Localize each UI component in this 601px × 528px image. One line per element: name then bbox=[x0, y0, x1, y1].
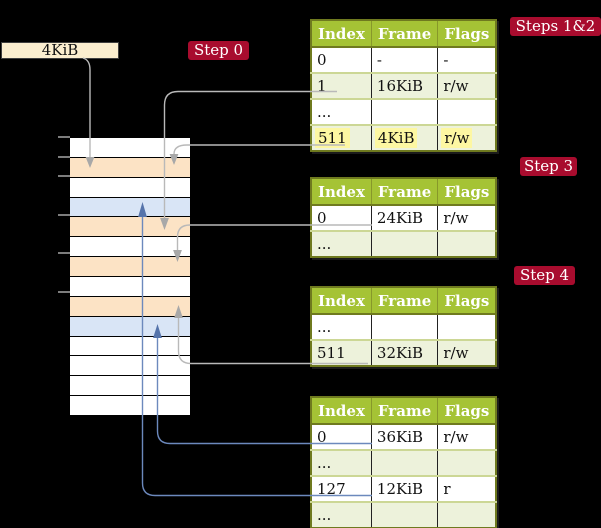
cell-frame bbox=[370, 449, 438, 476]
table-row: 0 36KiB r/w bbox=[311, 423, 497, 450]
table-row: ... bbox=[311, 98, 497, 125]
cell-frame: 4KiB bbox=[370, 124, 438, 151]
step-3-badge: Step 3 bbox=[520, 157, 577, 176]
cell-flags bbox=[437, 449, 497, 476]
cell-index: ... bbox=[311, 230, 372, 257]
cell-index: 0 bbox=[311, 46, 372, 73]
cell-flags bbox=[437, 98, 497, 125]
memory-row-pagetable bbox=[70, 217, 190, 238]
page-table-level4: Index Frame Flags 0 - - 1 16KiB r/w ... … bbox=[310, 19, 498, 152]
highlight: 511 bbox=[315, 128, 350, 148]
memory-tick bbox=[58, 175, 70, 177]
cell-flags bbox=[437, 230, 497, 257]
steps-1-2-badge: Steps 1&2 bbox=[510, 17, 601, 36]
cell-frame: 24KiB bbox=[370, 204, 438, 231]
cell-flags: r/w bbox=[437, 72, 497, 99]
cell-frame bbox=[370, 230, 438, 257]
cell-frame bbox=[370, 98, 438, 125]
page-table-level1: Index Frame Flags 0 36KiB r/w ... 127 12… bbox=[310, 396, 498, 528]
column-header-frame: Frame bbox=[370, 397, 438, 425]
table-row: ... bbox=[311, 501, 497, 528]
cell-index: ... bbox=[311, 501, 372, 528]
cell-flags: r/w bbox=[437, 339, 497, 366]
memory-row-empty bbox=[70, 396, 190, 417]
cell-index: ... bbox=[311, 98, 372, 125]
table-row: 0 - - bbox=[311, 46, 497, 73]
column-header-index: Index bbox=[311, 20, 372, 48]
column-header-flags: Flags bbox=[437, 178, 497, 206]
cell-frame: - bbox=[370, 46, 438, 73]
memory-row-empty bbox=[70, 177, 190, 198]
column-header-flags: Flags bbox=[437, 287, 497, 315]
cell-frame bbox=[370, 313, 438, 340]
cell-index: 511 bbox=[311, 339, 372, 366]
table-header-row: Index Frame Flags bbox=[311, 178, 497, 206]
memory-column bbox=[70, 137, 190, 417]
memory-row-mapped bbox=[70, 316, 190, 337]
cell-frame: 12KiB bbox=[370, 475, 438, 502]
column-header-index: Index bbox=[311, 287, 372, 315]
cell-flags: - bbox=[437, 46, 497, 73]
memory-row-pagetable bbox=[70, 296, 190, 317]
step-0-badge: Step 0 bbox=[188, 41, 249, 60]
column-header-flags: Flags bbox=[437, 397, 497, 425]
cell-index: ... bbox=[311, 313, 372, 340]
memory-row-pagetable bbox=[70, 157, 190, 178]
table-row: ... bbox=[311, 449, 497, 476]
memory-tick bbox=[58, 156, 70, 158]
column-header-frame: Frame bbox=[370, 287, 438, 315]
memory-row-empty bbox=[70, 277, 190, 297]
cell-flags: r/w bbox=[437, 204, 497, 231]
memory-tick bbox=[58, 214, 70, 216]
memory-row-mapped bbox=[70, 197, 190, 218]
cell-index: 1 bbox=[311, 72, 372, 99]
cell-flags: r bbox=[437, 475, 497, 502]
cell-index: 0 bbox=[311, 423, 372, 450]
memory-tick bbox=[58, 291, 70, 293]
table-row: ... bbox=[311, 230, 497, 257]
table-row-recursive-entry: 511 4KiB r/w bbox=[311, 124, 497, 151]
cell-frame: 32KiB bbox=[370, 339, 438, 366]
cell-index: 127 bbox=[311, 475, 372, 502]
cell-flags bbox=[437, 501, 497, 528]
memory-row-empty bbox=[70, 356, 190, 377]
table-header-row: Index Frame Flags bbox=[311, 20, 497, 48]
cell-frame: 16KiB bbox=[370, 72, 438, 99]
column-header-index: Index bbox=[311, 397, 372, 425]
highlight: r/w bbox=[441, 128, 473, 148]
cell-index: ... bbox=[311, 449, 372, 476]
cell-frame bbox=[370, 501, 438, 528]
memory-row-empty bbox=[70, 138, 190, 158]
cell-frame: 36KiB bbox=[370, 423, 438, 450]
page-table-level3: Index Frame Flags 0 24KiB r/w ... bbox=[310, 177, 498, 258]
frame-address-label: 4KiB bbox=[1, 42, 119, 59]
table-row: 127 12KiB r bbox=[311, 475, 497, 502]
cell-index: 511 bbox=[311, 124, 372, 151]
cell-flags: r/w bbox=[437, 124, 497, 151]
cell-flags: r/w bbox=[437, 423, 497, 450]
column-header-frame: Frame bbox=[370, 20, 438, 48]
memory-tick bbox=[58, 136, 70, 138]
table-row: 511 32KiB r/w bbox=[311, 339, 497, 366]
cell-index: 0 bbox=[311, 204, 372, 231]
table-row: ... bbox=[311, 313, 497, 340]
column-header-flags: Flags bbox=[437, 20, 497, 48]
column-header-index: Index bbox=[311, 178, 372, 206]
memory-row-pagetable bbox=[70, 257, 190, 278]
table-header-row: Index Frame Flags bbox=[311, 287, 497, 315]
memory-row-empty bbox=[70, 237, 190, 258]
table-row: 1 16KiB r/w bbox=[311, 72, 497, 99]
table-row: 0 24KiB r/w bbox=[311, 204, 497, 231]
page-table-level2: Index Frame Flags ... 511 32KiB r/w bbox=[310, 286, 498, 367]
memory-row-empty bbox=[70, 336, 190, 357]
memory-row-empty bbox=[70, 376, 190, 397]
column-header-frame: Frame bbox=[370, 178, 438, 206]
step-4-badge: Step 4 bbox=[514, 266, 575, 285]
memory-tick bbox=[58, 252, 70, 254]
cell-flags bbox=[437, 313, 497, 340]
highlight: 4KiB bbox=[374, 128, 418, 148]
table-header-row: Index Frame Flags bbox=[311, 397, 497, 425]
